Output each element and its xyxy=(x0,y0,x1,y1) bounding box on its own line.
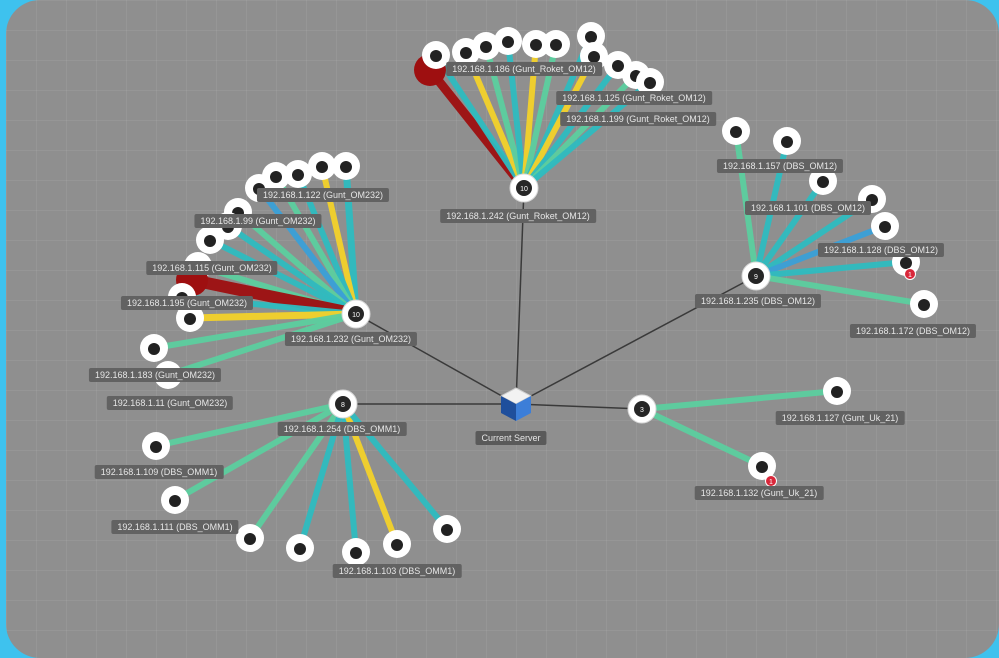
leaf-label: 192.168.1.128 (DBS_OM12) xyxy=(817,243,945,257)
hub-label-gunt-om232: 192.168.1.232 (Gunt_OM232) xyxy=(284,332,418,346)
device-icon xyxy=(316,161,328,173)
link-line xyxy=(186,310,360,322)
device-icon xyxy=(391,539,403,551)
backbone-link xyxy=(515,403,643,410)
device-icon xyxy=(150,441,162,453)
leaf-label: 192.168.1.111 (DBS_OMM1) xyxy=(111,520,239,534)
link-line xyxy=(639,406,765,469)
device-icon xyxy=(502,36,514,48)
backbone-link xyxy=(515,187,525,405)
hub-icon xyxy=(516,180,532,196)
device-icon xyxy=(441,524,453,536)
hub-device-count: 3 xyxy=(640,407,644,414)
device-icon xyxy=(831,386,843,398)
device-icon xyxy=(292,169,304,181)
link-line xyxy=(521,62,621,191)
hub-label-dbs-om12: 192.168.1.235 (DBS_OM12) xyxy=(694,294,822,308)
device-icon xyxy=(480,41,492,53)
device-icon xyxy=(148,343,160,355)
device-icon xyxy=(244,533,256,545)
link-line xyxy=(151,311,359,351)
leaf-label: 192.168.1.132 (Gunt_Uk_21) xyxy=(694,486,824,500)
leaf-label: 192.168.1.103 (DBS_OMM1) xyxy=(332,564,462,578)
device-icon xyxy=(817,176,829,188)
leaf-label: 192.168.1.172 (DBS_OM12) xyxy=(849,324,977,338)
device-icon xyxy=(918,299,930,311)
device-icon xyxy=(550,39,562,51)
link-line xyxy=(521,53,597,191)
device-icon xyxy=(612,60,624,72)
hub-device-count: 9 xyxy=(754,274,758,281)
device-icon xyxy=(340,161,352,173)
leaf-label: 192.168.1.122 (Gunt_OM232) xyxy=(256,188,390,202)
link-line xyxy=(256,185,359,317)
leaf-label: 192.168.1.109 (DBS_OMM1) xyxy=(94,465,224,479)
leaf-label: 192.168.1.127 (Gunt_Uk_21) xyxy=(775,411,905,425)
link-line xyxy=(753,178,826,279)
device-icon xyxy=(530,39,542,51)
link-line xyxy=(172,401,346,503)
alert-badge xyxy=(904,268,916,280)
alert-badge-count: 1 xyxy=(908,272,912,279)
hub-label-dbs-omm1: 192.168.1.254 (DBS_OMM1) xyxy=(277,422,407,436)
leaf-label: 192.168.1.157 (DBS_OM12) xyxy=(716,159,844,173)
device-icon xyxy=(585,31,597,43)
leaf-label: 192.168.1.11 (Gunt_OM232) xyxy=(106,396,234,410)
hub-icon xyxy=(335,396,351,412)
device-icon xyxy=(204,235,216,247)
device-icon xyxy=(879,221,891,233)
central-server-label: Current Server xyxy=(475,431,547,445)
device-icon xyxy=(294,543,306,555)
device-icon xyxy=(430,50,442,62)
link-line xyxy=(207,237,359,317)
hub-icon xyxy=(634,401,650,417)
hub-device-count: 10 xyxy=(520,186,528,193)
device-icon xyxy=(781,136,793,148)
alert-badge-count: 1 xyxy=(769,479,773,486)
link-line xyxy=(639,388,840,412)
leaf-label: 192.168.1.195 (Gunt_OM232) xyxy=(120,296,254,310)
hub-device-count: 10 xyxy=(352,312,360,319)
device-icon xyxy=(270,171,282,183)
device-icon xyxy=(730,126,742,138)
device-icon xyxy=(588,51,600,63)
server-icon-right xyxy=(516,396,531,421)
link-line xyxy=(153,401,346,449)
leaf-label: 192.168.1.125 (Gunt_Roket_OM12) xyxy=(556,91,712,105)
link-line xyxy=(753,259,909,279)
leaf-label: 192.168.1.183 (Gunt_OM232) xyxy=(88,368,222,382)
leaf-label: 192.168.1.101 (DBS_OM12) xyxy=(744,201,872,215)
hub-device-count: 8 xyxy=(341,402,345,409)
server-icon-left xyxy=(501,396,516,421)
backbone-link xyxy=(355,313,517,405)
device-icon xyxy=(900,257,912,269)
hub-label-gunt-roket: 192.168.1.242 (Gunt_Roket_OM12) xyxy=(440,209,596,223)
link-line xyxy=(433,52,527,191)
device-icon xyxy=(756,461,768,473)
leaf-label: 192.168.1.199 (Gunt_Roket_OM12) xyxy=(560,112,716,126)
link-line xyxy=(165,311,359,378)
hub-icon xyxy=(748,268,764,284)
device-icon xyxy=(460,47,472,59)
device-icon xyxy=(644,77,656,89)
central-server-node[interactable] xyxy=(498,384,534,424)
device-icon xyxy=(184,313,196,325)
hub-icon xyxy=(348,306,364,322)
leaf-label: 192.168.1.115 (Gunt_OM232) xyxy=(146,261,278,275)
device-icon xyxy=(350,547,362,559)
link-line xyxy=(225,223,359,317)
leaf-label: 192.168.1.186 (Gunt_Roket_OM12) xyxy=(446,62,602,76)
leaf-label: 192.168.1.99 (Gunt_OM232) xyxy=(194,214,322,228)
device-icon xyxy=(169,495,181,507)
link-line xyxy=(753,273,927,307)
